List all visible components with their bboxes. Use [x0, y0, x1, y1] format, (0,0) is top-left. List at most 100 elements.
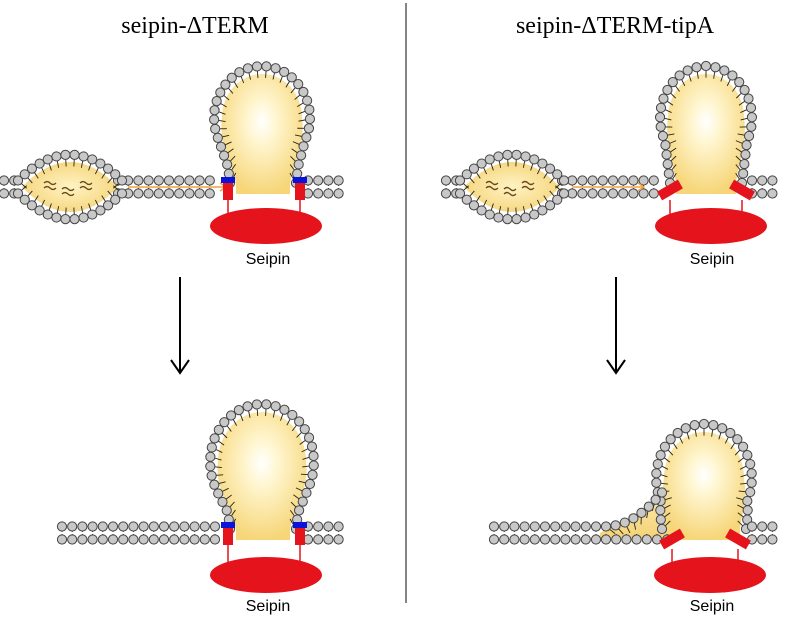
- neutral-lipid-mark: [79, 185, 93, 191]
- lipid-head: [488, 521, 500, 532]
- lipid-tail: [664, 520, 671, 527]
- lipid-head: [226, 72, 237, 83]
- lipid-head: [118, 521, 129, 532]
- lipid-tail: [298, 110, 306, 115]
- seipin-transmembrane: [295, 525, 305, 545]
- lipid-tail: [718, 432, 722, 440]
- lipid-head: [242, 401, 253, 412]
- lipid-head: [169, 534, 180, 545]
- lipid-tail: [27, 190, 33, 197]
- lipid-head: [299, 424, 310, 435]
- lipid-tail: [646, 511, 649, 519]
- lipid-head: [209, 479, 220, 490]
- lipid-tail: [291, 148, 298, 154]
- lipid-head: [179, 521, 190, 532]
- lipid-head: [148, 521, 159, 532]
- lipid-head: [333, 521, 344, 532]
- lipid-head: [19, 194, 30, 205]
- neutral-lipid-mark: [43, 185, 57, 191]
- lipid-tail: [296, 102, 304, 107]
- lipid-head: [107, 521, 119, 532]
- lipid-head: [667, 77, 678, 88]
- lipid-head: [110, 169, 121, 180]
- lipid-tail: [289, 509, 295, 517]
- lipid-head: [607, 188, 619, 199]
- lipid-head: [454, 175, 466, 186]
- lipid-tail: [228, 87, 234, 94]
- lipid-tail: [21, 185, 27, 191]
- lipid-tail: [660, 474, 668, 478]
- lipid-tail: [732, 85, 737, 92]
- lipid-head: [233, 405, 244, 416]
- lipid-head: [118, 534, 129, 545]
- lipid-head: [297, 496, 308, 507]
- lipid-head: [558, 175, 570, 186]
- lipid-head: [194, 175, 205, 186]
- lipid-head: [78, 212, 89, 223]
- lipid-tail: [555, 183, 561, 189]
- seipin-label-bottom-right: Seipin: [690, 598, 734, 615]
- lipid-tail: [294, 134, 302, 137]
- lipid-head: [550, 534, 561, 545]
- lipid-head: [184, 188, 195, 199]
- lipid-tail: [227, 148, 234, 154]
- lipid-head: [204, 175, 215, 186]
- lipid-head: [509, 521, 520, 532]
- lipid-head: [461, 194, 472, 205]
- lipid-head: [745, 486, 756, 498]
- lipid-head: [654, 112, 666, 123]
- lipid-tail: [670, 92, 676, 99]
- lipid-head: [116, 175, 128, 186]
- lipid-head: [657, 130, 669, 142]
- lipid-tail: [56, 206, 60, 214]
- panel-bottom-right: [488, 418, 778, 593]
- lipid-tail: [469, 190, 475, 197]
- lipid-head: [739, 84, 750, 96]
- lipid-head: [163, 188, 175, 199]
- lipid-droplet: [217, 412, 307, 540]
- lipid-tail: [490, 163, 494, 171]
- lipid-head: [143, 188, 154, 199]
- lipid-tail: [290, 155, 296, 162]
- lipid-tail: [101, 195, 106, 202]
- lipid-tail: [664, 457, 671, 463]
- lipid-head: [509, 534, 520, 545]
- lipid-head: [287, 409, 298, 421]
- lipid-head: [502, 149, 513, 160]
- lipid-tail: [737, 520, 744, 527]
- lipid-head: [313, 521, 324, 532]
- lipid-head: [708, 420, 719, 431]
- seipin-term-tip: [221, 522, 235, 528]
- lipid-head: [333, 534, 344, 545]
- lipid-head: [656, 487, 668, 498]
- lipid-head: [757, 188, 768, 199]
- lipid-head: [529, 534, 540, 545]
- lipid-tail: [669, 140, 677, 144]
- lipid-head: [323, 534, 334, 545]
- lipid-tail: [280, 413, 284, 421]
- lipid-head: [580, 534, 591, 545]
- lipid-tail: [476, 195, 481, 202]
- lipid-head: [304, 113, 316, 125]
- lipid-head: [734, 77, 745, 88]
- lipid-head: [56, 534, 68, 545]
- lipid-head: [476, 158, 487, 169]
- lipid-tail: [107, 177, 113, 184]
- lipid-head: [757, 521, 768, 532]
- lipid-head: [662, 158, 673, 170]
- lipid-head: [60, 149, 71, 160]
- lipid-head: [225, 410, 237, 421]
- lipid-head: [636, 507, 647, 518]
- lipid-tail: [292, 141, 300, 145]
- lipid-head: [323, 521, 334, 532]
- lipid-head: [499, 534, 510, 545]
- lipid-tail: [724, 436, 729, 444]
- lipid-tail: [221, 432, 228, 439]
- lipid-head: [298, 86, 309, 98]
- lipid-head: [600, 534, 612, 545]
- lipid-head: [641, 534, 652, 545]
- lipid-head: [209, 534, 221, 545]
- lipid-head: [682, 65, 693, 76]
- lipid-head: [215, 141, 227, 152]
- lipid-head: [148, 534, 159, 545]
